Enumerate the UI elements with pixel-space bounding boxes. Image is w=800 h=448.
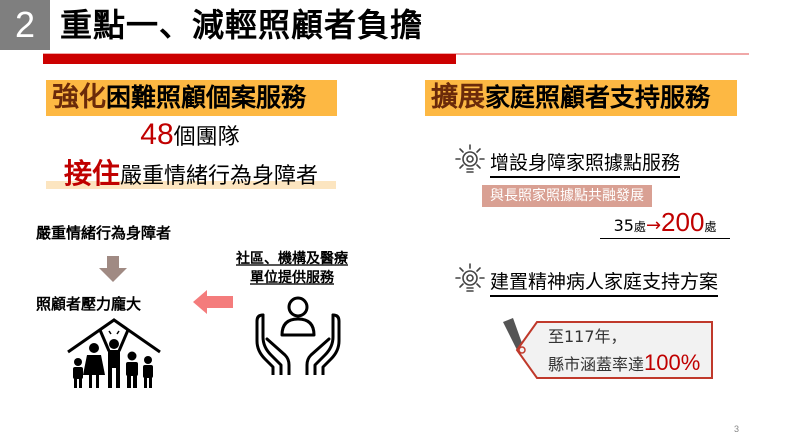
from-unit: 處 xyxy=(633,220,646,234)
left-header-accent: 強化 xyxy=(52,82,106,113)
to-count: 200 xyxy=(661,207,705,237)
item2-title: 建置精神病人家庭支持方案 xyxy=(490,267,719,297)
down-arrow-icon xyxy=(99,256,127,282)
item1-title: 增設身障家照據點服務 xyxy=(490,148,681,178)
serve-line: 接住嚴重情緒行為身障者 xyxy=(46,152,336,192)
page-number: 3 xyxy=(734,424,740,434)
goal-line-1: 至117年， xyxy=(548,327,627,346)
item1-count-line: 35處→200處 xyxy=(600,207,730,239)
diagram-bottom-label: 照顧者壓力龐大 xyxy=(36,295,142,313)
left-arrow-icon xyxy=(193,290,233,314)
serve-accent: 接住 xyxy=(63,157,120,190)
right-header-accent: 擴展 xyxy=(431,82,485,113)
left-header-text: 困難照顧個案服務 xyxy=(106,83,307,112)
serve-text: 嚴重情緒行為身障者 xyxy=(120,164,319,189)
right-arrow-icon: → xyxy=(645,215,662,236)
serve-highlight xyxy=(46,181,336,189)
right-header-text: 家庭照顧者支持服務 xyxy=(485,83,711,112)
service-line-1: 社區、機構及醫療 xyxy=(236,251,348,267)
goal-tag-shape xyxy=(503,318,713,379)
lightbulb-icon xyxy=(455,144,485,173)
service-line-2: 單位提供服務 xyxy=(250,270,334,286)
service-providers-label: 社區、機構及醫療 單位提供服務 xyxy=(222,250,362,288)
teams-label: 個團隊 xyxy=(173,125,240,150)
teams-count: 48 xyxy=(140,118,174,151)
goal-line-2: 縣市涵蓋率達 xyxy=(548,355,645,374)
goal-percentage: 100% xyxy=(644,350,701,375)
caring-hands-icon xyxy=(255,296,341,375)
from-count: 35 xyxy=(613,216,634,235)
section-number-badge: 2 xyxy=(0,0,50,50)
family-under-roof-icon xyxy=(67,318,161,388)
title-accent-bar xyxy=(43,54,456,64)
to-unit: 處 xyxy=(704,220,717,234)
page-title: 重點一、減輕照顧者負擔 xyxy=(60,6,424,44)
goal-text: 至117年， 縣市涵蓋率達100% xyxy=(548,324,700,378)
left-section-header: 強化困難照顧個案服務 xyxy=(46,80,337,116)
item1-tag: 與長照家照據點共融發展 xyxy=(482,185,652,207)
lightbulb-icon xyxy=(455,263,485,292)
diagram-top-label: 嚴重情緒行為身障者 xyxy=(36,224,172,242)
right-section-header: 擴展家庭照顧者支持服務 xyxy=(425,80,737,116)
teams-count-line: 48個團隊 xyxy=(0,118,380,152)
